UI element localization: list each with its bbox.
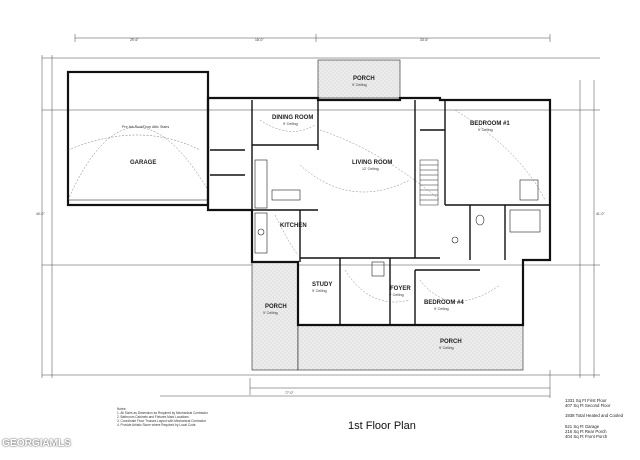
stat-front-porch: 404 Sq Ft Front Porch: [565, 434, 608, 440]
house-outline: [206, 96, 552, 327]
living-room-label: LIVING ROOM: [352, 160, 392, 166]
dining-room-note: 9' Ceiling: [283, 122, 298, 126]
notes-heading: Notes:: [117, 407, 127, 411]
kitchen-cabinets: [254, 159, 301, 254]
dim-top-right: 33'-6": [420, 38, 429, 42]
dimension-lines: [41, 34, 600, 398]
porch-back-note: 9' Ceiling: [352, 83, 367, 87]
plan-notes: Notes: 1. All Sizes as Dimension as Requ…: [117, 407, 227, 428]
note-line: 3. Coordinate Floor Trusses Layout with …: [117, 418, 207, 423]
bedroom-4-note: 9' Ceiling: [434, 307, 449, 311]
porch-left-area: [251, 261, 299, 371]
bedroom-1-note: 9' Ceiling: [478, 128, 493, 132]
porch-back-area: [317, 59, 401, 99]
garage-label: GARAGE: [130, 160, 156, 166]
foyer-note: 9' Ceiling: [389, 293, 404, 297]
porch-front-note: 9' Ceiling: [439, 346, 454, 350]
bedroom-1-label: BEDROOM #1: [470, 121, 510, 127]
electrical-runs: [259, 109, 546, 303]
plan-title: 1st Floor Plan: [348, 420, 416, 432]
stat-total: 1938 Total Heated and Cooled: [565, 413, 623, 419]
area-stats: 1331 Sq Ft First Floor 407 Sq Ft Second …: [565, 398, 637, 439]
stat-rear-porch: 216 Sq Ft Rear Porch: [565, 428, 607, 434]
note-line: 1. All Sizes as Dimension as Required by…: [117, 410, 208, 415]
stat-garage: 521 Sq Ft Garage: [565, 423, 600, 429]
living-room-note: 12' Ceiling: [362, 167, 379, 171]
dim-side-right: 41'-0": [596, 212, 605, 216]
porch-left-label: PORCH: [265, 304, 287, 310]
stat-second-floor: 407 Sq Ft Second Floor: [565, 403, 611, 409]
garage-outline: [66, 70, 210, 207]
stat-first-floor: 1331 Sq Ft First Floor: [565, 398, 607, 403]
porch-front-area: [297, 324, 524, 371]
porch-front-label: PORCH: [440, 339, 462, 345]
stairs: [419, 159, 439, 206]
watermark-text: GEORGIAMLS: [2, 437, 71, 449]
kitchen-label: KITCHEN: [280, 223, 307, 229]
mls-watermark: GEORGIAMLS: [0, 436, 71, 460]
bath-fixtures: [371, 179, 541, 277]
dim-top-left: 29'-6": [130, 38, 139, 42]
study-note: 9' Ceiling: [312, 289, 327, 293]
interior-walls: [210, 100, 550, 325]
dim-top-mid: 18'-0": [255, 38, 264, 42]
dim-overall-bottom: 77'-0": [285, 391, 294, 395]
bedroom-4-label: BEDROOM #4: [424, 300, 464, 306]
porch-back-label: PORCH: [353, 76, 375, 82]
porch-left-note: 9' Ceiling: [263, 311, 278, 315]
note-line: 4. Provide Artistic Stone where Required…: [117, 422, 196, 427]
study-label: STUDY: [312, 282, 332, 288]
dining-room-label: DINING ROOM: [272, 115, 313, 121]
dim-side-left: 40'-0": [36, 212, 45, 216]
foyer-label: FOYER: [390, 286, 411, 292]
garage-note: Pre-fab Roof/Drop Attic Stairs: [122, 125, 169, 129]
note-line: 2. Bathroom Cabinets and Fixtures Mark L…: [117, 414, 189, 419]
